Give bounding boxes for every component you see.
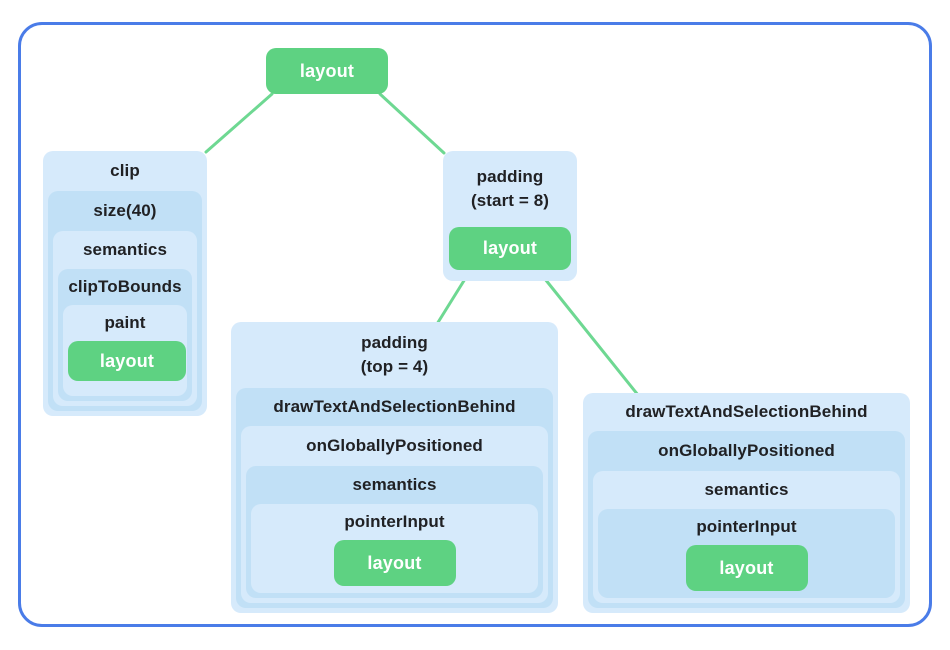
box-semantics-mid: semantics pointerInput layout	[246, 466, 543, 598]
label-size40: size(40)	[93, 201, 157, 220]
box-padding-start: padding (start = 8) layout	[443, 151, 577, 281]
box-ongloballypositioned-right: onGloballyPositioned semantics pointerIn…	[588, 431, 905, 608]
label-ongloballypositioned-right: onGloballyPositioned	[658, 441, 835, 460]
node-layout-leaf-padding-start: layout	[449, 227, 571, 270]
label-semantics-mid: semantics	[352, 475, 437, 494]
edge-padding-start-to-padding-top	[435, 277, 467, 326]
node-layout-leaf-draw-right: layout	[685, 545, 808, 591]
label-ongloballypositioned-mid: onGloballyPositioned	[306, 436, 483, 455]
box-pointerinput-mid: pointerInput layout	[251, 504, 538, 593]
box-padding-top: padding (top = 4) drawTextAndSelectionBe…	[231, 322, 558, 613]
label-padding-top-line1: padding	[361, 333, 428, 352]
label-padding-start: padding (start = 8)	[448, 151, 572, 227]
edge-root-to-clip	[204, 92, 274, 154]
label-semantics-clip: semantics	[82, 240, 168, 259]
box-paint: paint layout	[63, 305, 187, 396]
label-padding-top-line2: (top = 4)	[360, 357, 429, 376]
box-ongloballypositioned-mid: onGloballyPositioned semantics pointerIn…	[241, 426, 548, 603]
label-pointerinput-mid: pointerInput	[344, 512, 445, 531]
box-pointerinput-right: pointerInput layout	[598, 509, 895, 598]
label-padding-top: padding (top = 4)	[236, 322, 553, 388]
box-cliptobounds: clipToBounds paint layout	[58, 269, 192, 401]
label-paint: paint	[104, 313, 146, 332]
label-drawtext-right: drawTextAndSelectionBehind	[625, 402, 868, 421]
label-pointerinput-right: pointerInput	[696, 517, 797, 536]
box-drawtext-mid: drawTextAndSelectionBehind onGloballyPos…	[236, 388, 553, 608]
box-drawtext-right: drawTextAndSelectionBehind onGloballyPos…	[583, 393, 910, 613]
label-padding-start-line2: (start = 8)	[470, 191, 550, 210]
label-clip: clip	[110, 161, 140, 180]
label-padding-start-line1: padding	[476, 167, 544, 186]
edge-padding-start-to-draw-right	[543, 277, 640, 397]
box-semantics-right: semantics pointerInput layout	[593, 471, 900, 603]
node-layout-leaf-clip: layout	[68, 341, 186, 381]
box-clip: clip size(40) semantics clipToBounds pai…	[43, 151, 207, 416]
box-semantics-clip: semantics clipToBounds paint layout	[53, 231, 197, 406]
box-size40: size(40) semantics clipToBounds paint la…	[48, 191, 202, 411]
node-layout-leaf-padding-top: layout	[333, 540, 456, 586]
node-root-layout: layout	[266, 48, 388, 94]
label-cliptobounds: clipToBounds	[68, 277, 182, 296]
label-drawtext-mid: drawTextAndSelectionBehind	[273, 397, 516, 416]
label-semantics-right: semantics	[704, 480, 789, 499]
edge-root-to-padding-start	[378, 92, 446, 155]
